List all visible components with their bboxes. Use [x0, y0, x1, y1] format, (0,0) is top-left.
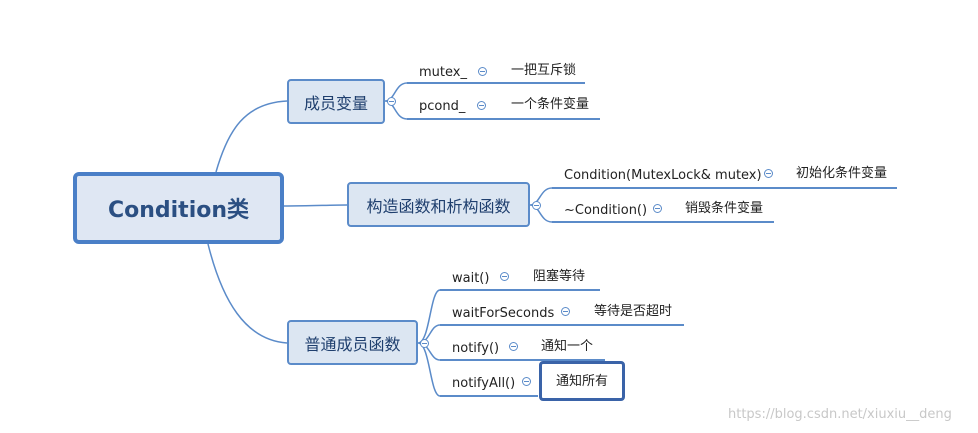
item-notifyall-desc: 通知所有: [556, 374, 609, 389]
collapse-members-icon[interactable]: [387, 97, 396, 106]
branch-ctor-dtor[interactable]: 构造函数和析构函数: [347, 182, 530, 227]
selected-node-frame[interactable]: [539, 361, 625, 401]
item-ctor-desc: 初始化条件变量: [796, 166, 888, 181]
link-root-members: [215, 100, 288, 173]
collapse-waitforseconds-icon[interactable]: [561, 307, 570, 316]
item-waitforseconds: waitForSeconds: [452, 306, 555, 321]
item-wait-desc: 阻塞等待: [533, 269, 586, 284]
link-root-ctor: [283, 204, 348, 207]
collapse-dtor-icon[interactable]: [653, 204, 662, 213]
collapse-notifyall-icon[interactable]: [522, 377, 531, 386]
item-mutex: mutex_: [419, 65, 467, 80]
collapse-ctor-icon[interactable]: [764, 169, 773, 178]
branch-methods[interactable]: 普通成员函数: [287, 320, 418, 365]
branch-ctor-dtor-label: 构造函数和析构函数: [366, 196, 511, 216]
item-notify: notify(): [452, 341, 500, 356]
item-dtor-desc: 销毁条件变量: [685, 201, 764, 216]
item-dtor: ~Condition(): [564, 203, 648, 218]
collapse-methods-icon[interactable]: [420, 339, 429, 348]
item-pcond: pcond_: [419, 99, 466, 114]
watermark: https://blog.csdn.net/xiuxiu__deng: [728, 407, 952, 422]
collapse-pcond-icon[interactable]: [477, 101, 486, 110]
item-wait: wait(): [452, 271, 490, 286]
item-notify-desc: 通知一个: [541, 339, 594, 354]
branch-methods-label: 普通成员函数: [304, 334, 401, 354]
link-root-methods: [207, 243, 288, 344]
branch-members-label: 成员变量: [303, 93, 368, 113]
item-pcond-desc: 一个条件变量: [511, 97, 590, 112]
link-methods-items: [417, 289, 441, 397]
collapse-mutex-icon[interactable]: [478, 67, 487, 76]
item-mutex-desc: 一把互斥锁: [511, 63, 577, 78]
item-notifyall: notifyAll(): [452, 376, 516, 391]
root-node[interactable]: Condition类: [73, 172, 284, 244]
collapse-wait-icon[interactable]: [500, 272, 509, 281]
collapse-notify-icon[interactable]: [509, 342, 518, 351]
item-ctor: Condition(MutexLock& mutex): [564, 168, 762, 183]
branch-members[interactable]: 成员变量: [287, 79, 385, 124]
collapse-ctor-dtor-icon[interactable]: [532, 201, 541, 210]
root-label: Condition类: [107, 198, 250, 223]
item-waitforseconds-desc: 等待是否超时: [594, 304, 673, 319]
